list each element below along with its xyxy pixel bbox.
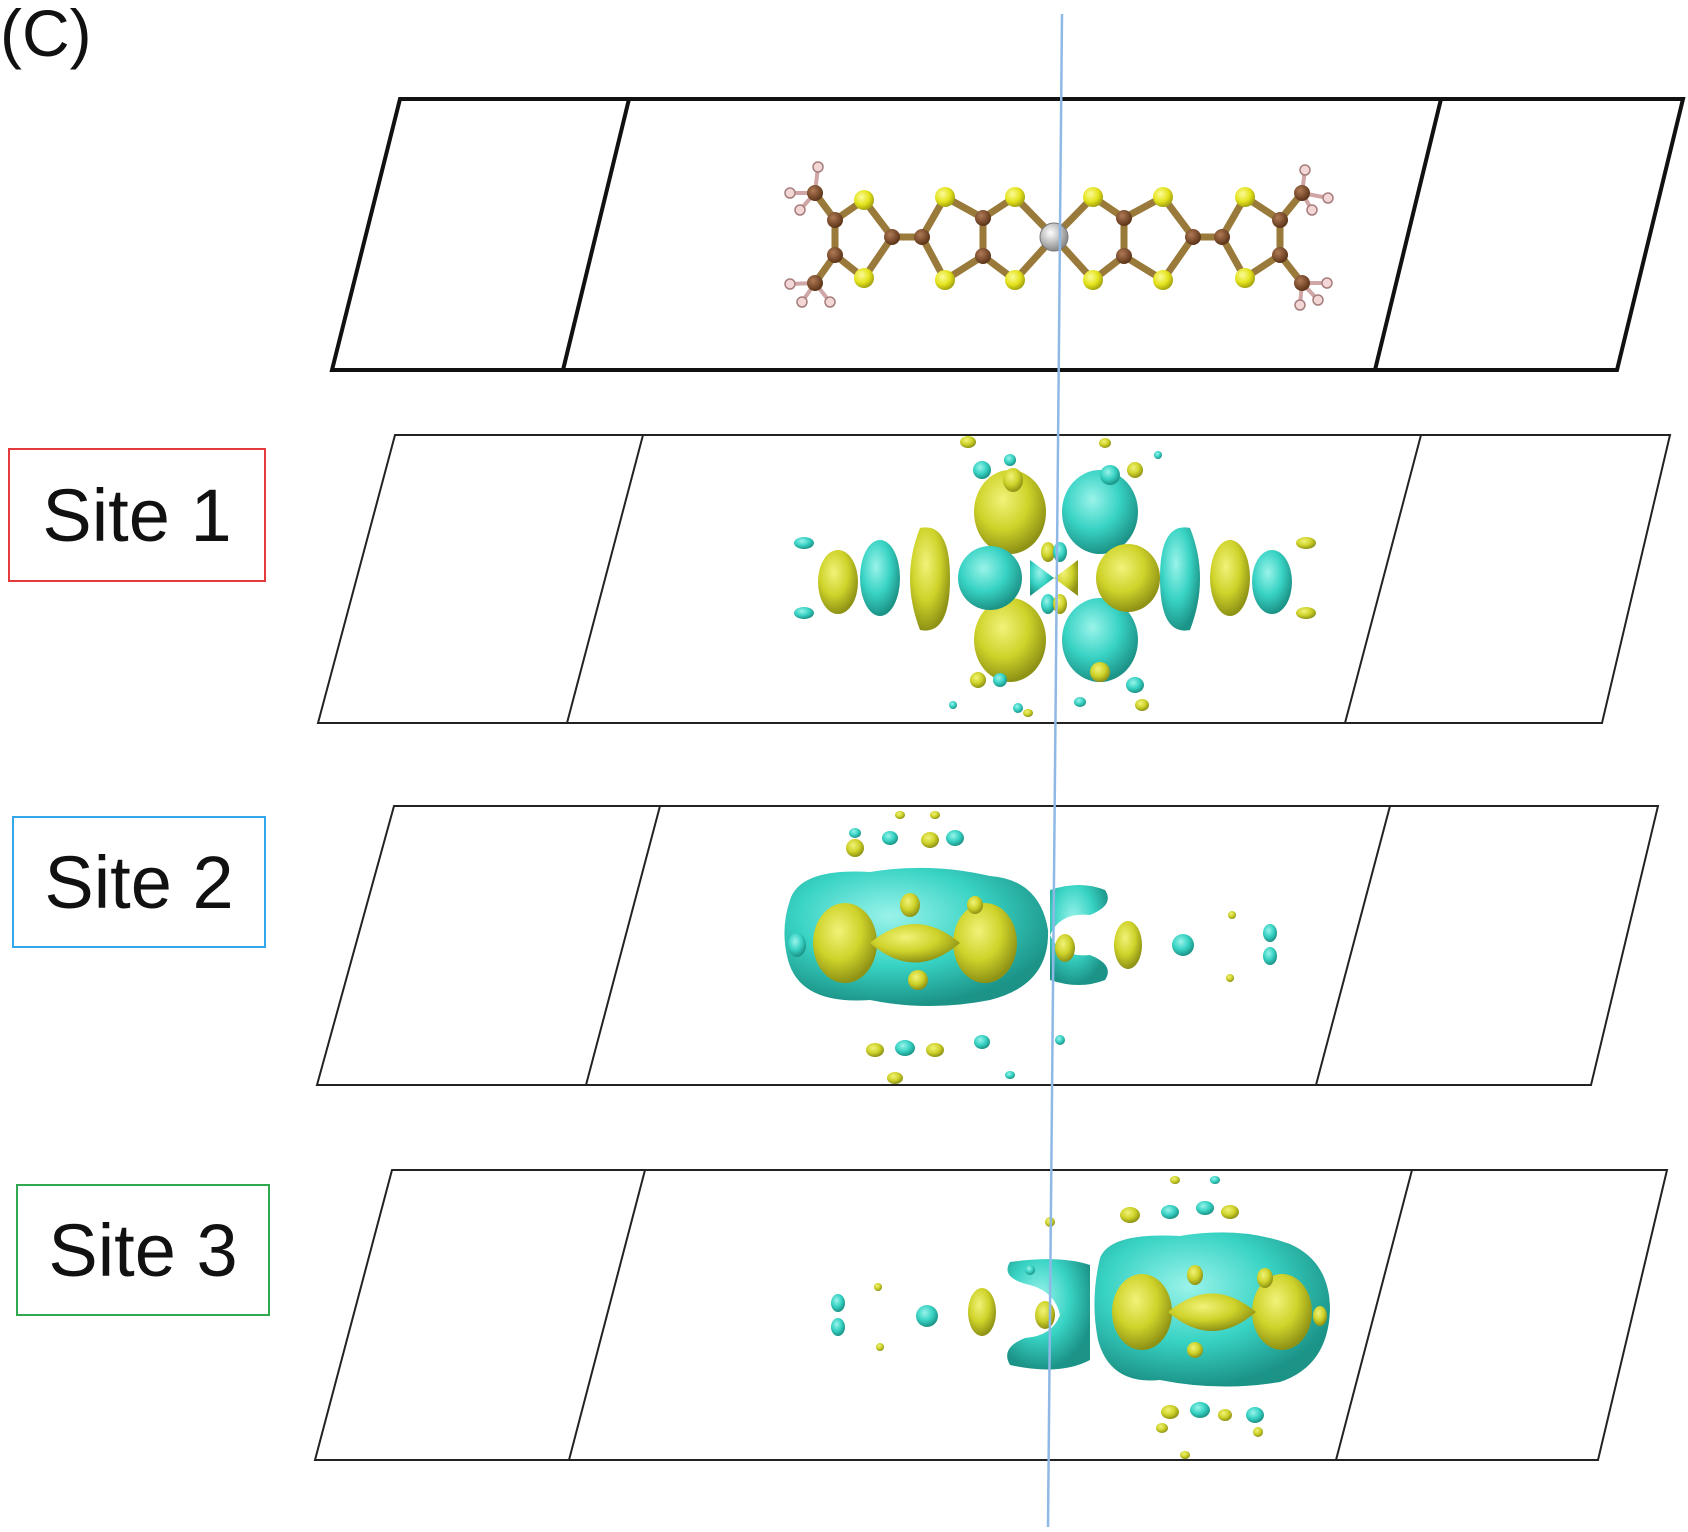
unit-cell-frame — [313, 1169, 1669, 1461]
unit-cell-frame — [316, 434, 1672, 724]
vertical-reference-line — [1046, 13, 1064, 1528]
isosurface-site-3 — [831, 1176, 1330, 1459]
site-3-cell — [313, 1169, 1669, 1461]
site-2-cell — [315, 805, 1660, 1086]
cell-divider-left — [585, 805, 661, 1086]
carbon-atoms — [807, 185, 1310, 291]
hydrogen-atoms — [784, 161, 1334, 311]
unit-cell-frame — [329, 97, 1686, 372]
panel-label: (C) — [0, 0, 92, 70]
site-1-cell — [316, 434, 1672, 724]
cell-divider-right — [1344, 434, 1422, 724]
cell-divider-left — [568, 1169, 646, 1461]
site-2-label: Site 2 — [12, 816, 266, 948]
unit-cell-frame — [315, 805, 1660, 1086]
site-3-label: Site 3 — [16, 1184, 270, 1316]
cell-divider-right — [1335, 1169, 1413, 1461]
structure-cell — [329, 97, 1686, 372]
sulfur-atoms — [854, 187, 1255, 290]
cell-divider-left — [561, 98, 631, 371]
cell-divider-right — [1315, 805, 1391, 1086]
cell-divider-left — [566, 434, 644, 724]
metal-atom — [1039, 222, 1069, 252]
isosurface-site-2 — [784, 811, 1277, 1084]
cell-divider-right — [1373, 98, 1443, 371]
site-1-label: Site 1 — [8, 448, 266, 582]
isosurface-site-1 — [794, 436, 1316, 717]
